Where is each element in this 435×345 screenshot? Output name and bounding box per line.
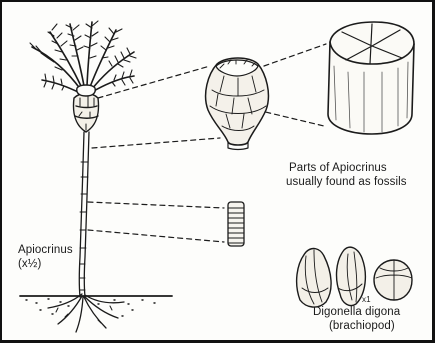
fossils-caption-line-1: Parts of Apiocrinus [289, 161, 387, 175]
specimen-name-label: Apiocrinus [18, 243, 73, 257]
isolated-calyx [206, 58, 269, 150]
crinoid-calyx [74, 85, 99, 132]
crinoid-arms [30, 21, 136, 93]
brachiopod-name-label: Digonella digona [313, 305, 400, 319]
enlarged-plate-segment [328, 22, 414, 134]
specimen-scale-label: (x½) [18, 257, 41, 271]
brachiopod-shells [297, 247, 412, 307]
brachiopod-note-label: (brachiopod) [329, 319, 395, 333]
stem-segment [228, 202, 244, 246]
fossils-caption-line-2: usually found as fossils [286, 175, 407, 189]
